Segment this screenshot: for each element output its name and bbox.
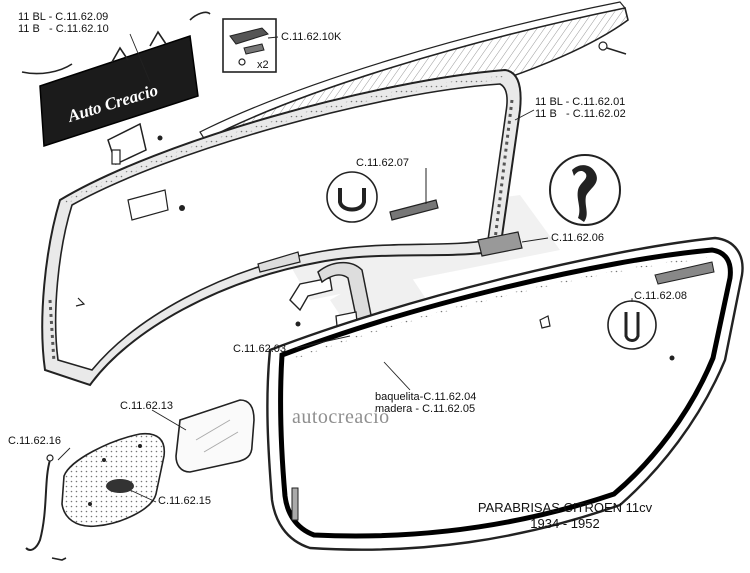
label-hinge-bl: 11 BL - C.11.62.09 <box>18 11 109 23</box>
label-seal-08: C.11.62.08 <box>634 290 688 302</box>
visor-screw <box>598 41 608 51</box>
label-hinge-b: 11 B - C.11.62.10 <box>18 23 109 35</box>
rod-16 <box>25 454 67 561</box>
label-frame-bl: 11 BL - C.11.62.01 <box>535 96 626 108</box>
u-clip-detail <box>326 171 378 223</box>
label-strip-07: C.11.62.07 <box>356 157 410 169</box>
seal-06 <box>477 231 549 257</box>
small-glass-panel <box>175 399 255 473</box>
label-knob-wood: madera - C.11.62.05 <box>375 403 476 415</box>
base-plate-15 <box>61 432 166 528</box>
seal-profile-detail <box>549 154 621 226</box>
label-clip-kit: C.11.62.10K <box>281 31 342 43</box>
clip-kit-box <box>222 18 277 73</box>
label-frame-b: 11 B - C.11.62.02 <box>535 108 626 120</box>
small-hinge <box>107 122 163 166</box>
diagram-title-line2: 1934 - 1952 <box>530 516 600 531</box>
strip-07 <box>389 168 439 221</box>
diagram-title-line1: PARABRISAS CITROEN 11cv <box>477 500 653 515</box>
label-knob-bakelite: baquelita-C.11.62.04 <box>375 391 477 403</box>
label-bracket-03: C.11.62.03 <box>233 343 287 355</box>
upper-windscreen-frame <box>41 68 522 387</box>
label-clip-qty: x2 <box>257 59 269 71</box>
label-rod-16: C.11.62.16 <box>8 435 62 447</box>
label-plate-15: C.11.62.15 <box>158 495 212 507</box>
label-glass-13: C.11.62.13 <box>120 400 174 412</box>
hinge-plate: Auto Creacio <box>21 11 211 148</box>
label-seal-06: C.11.62.06 <box>551 232 605 244</box>
leader-lines <box>57 33 633 503</box>
seal-08-detail <box>607 300 657 350</box>
watermark-text: autocreacio <box>292 406 390 428</box>
